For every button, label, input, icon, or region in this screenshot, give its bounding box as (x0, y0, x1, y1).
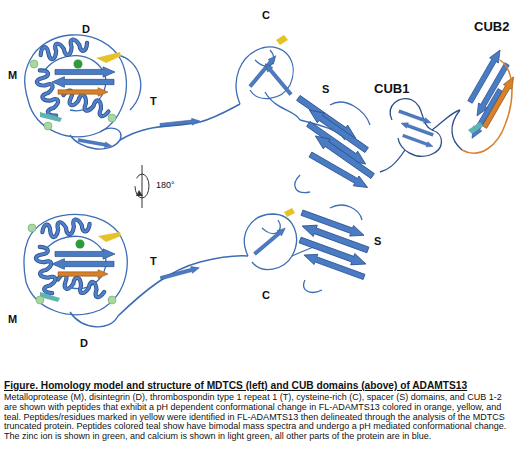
rotation-arrow (135, 165, 149, 208)
domain-label: C (262, 10, 270, 21)
figure-title: Figure. Homology model and structure of … (4, 380, 516, 392)
figure-caption: Metalloprotease (M), disintegrin (D), th… (4, 393, 516, 442)
rotation-label: 180° (156, 181, 175, 190)
domain-label: C (262, 290, 270, 301)
domain-label: T (150, 256, 157, 267)
cub-domains (380, 47, 518, 172)
domain-label: M (8, 70, 17, 81)
domain-label: D (82, 24, 90, 35)
domain-label: CUB2 (474, 20, 509, 33)
domain-label: M (8, 314, 17, 325)
domain-label: CUB1 (374, 82, 409, 95)
domain-label: D (80, 338, 88, 349)
protein-structure-illustration (0, 0, 520, 380)
domain-label: T (150, 96, 157, 107)
mdtcs-top (25, 35, 376, 193)
domain-label: S (374, 236, 381, 247)
domain-label: S (322, 84, 329, 95)
mdtcs-bottom (24, 205, 370, 327)
